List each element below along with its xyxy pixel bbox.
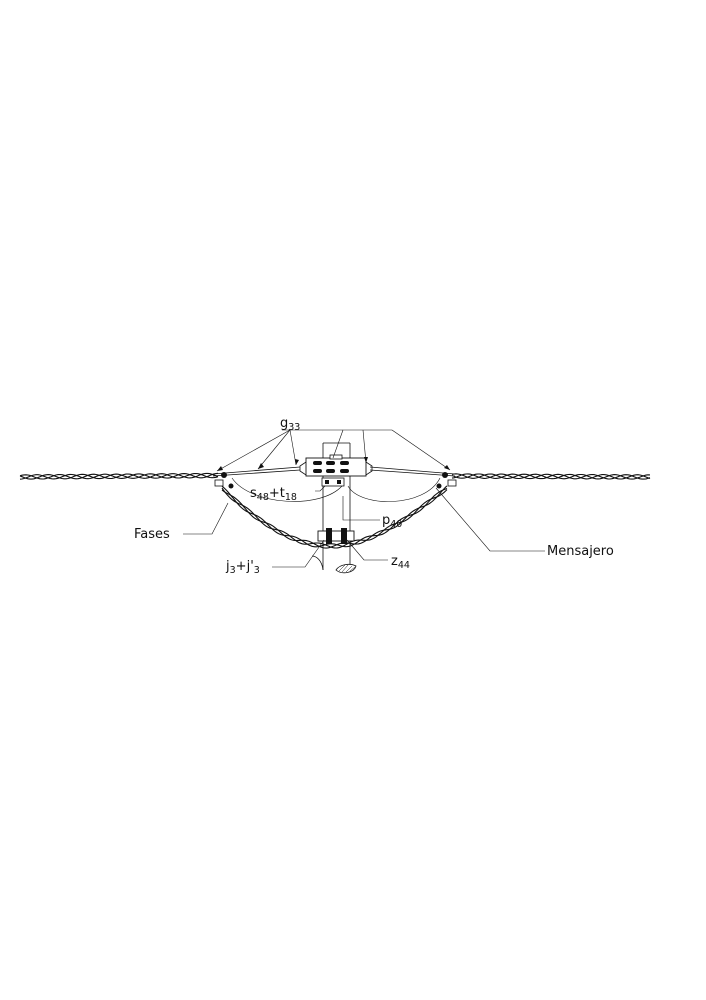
left-anchor-clamp [214, 472, 234, 489]
pole-section-hatch [335, 563, 357, 574]
label-fases: Fases [134, 527, 170, 542]
label-mensajero: Mensajero [547, 544, 614, 559]
z44-leader [346, 539, 388, 561]
j3-leader [272, 539, 325, 568]
label-z44: z44 [391, 554, 410, 571]
inner-arcs [231, 477, 441, 502]
right-twisted-cable [451, 473, 651, 480]
left-twisted-cable [19, 472, 219, 480]
right-anchor-clamp [436, 472, 457, 489]
s48-leader [315, 485, 326, 492]
mensajero-leader [435, 487, 545, 552]
messenger-line [212, 461, 456, 477]
suspension-bracket [305, 454, 367, 487]
label-g33: g33 [280, 416, 300, 433]
label-j3: j3+j'3 [225, 559, 260, 576]
p40-leader [342, 496, 380, 521]
label-p40: p40 [382, 513, 402, 530]
label-s48-t18: s48+t18 [250, 486, 297, 503]
s48-t18-part [321, 477, 345, 487]
pole-clamp [317, 528, 355, 544]
g33-leaders [216, 429, 451, 472]
phases-sag-loop [221, 485, 448, 549]
fases-leader [183, 502, 229, 535]
